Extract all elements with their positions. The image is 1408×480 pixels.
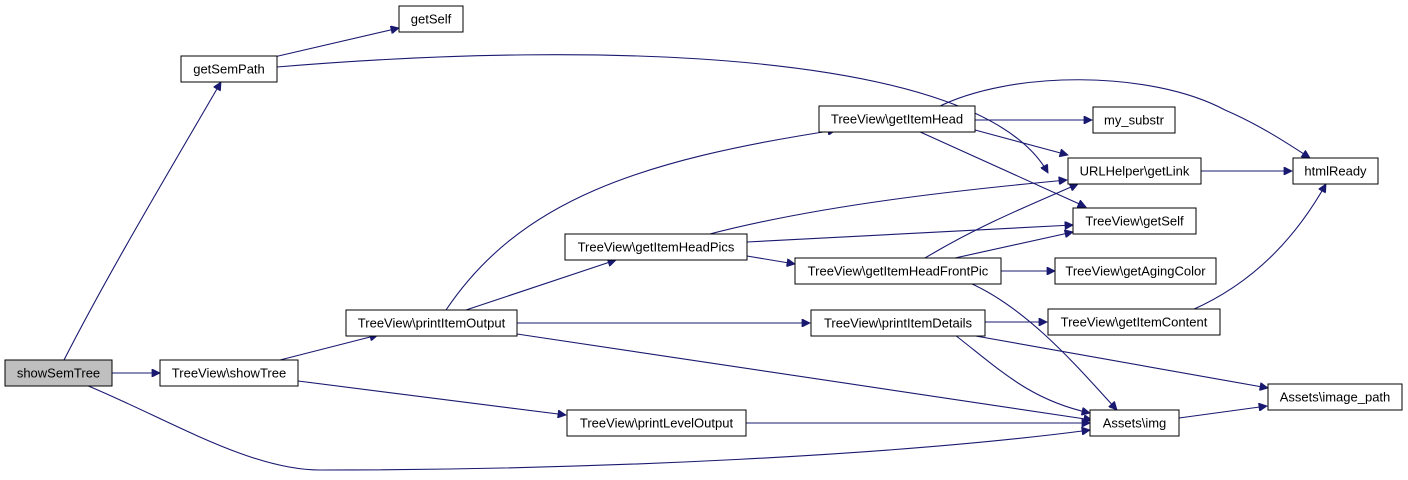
edge-getItemHead-getLink — [974, 129, 1068, 155]
edge-printItemOutput-img — [516, 333, 1092, 420]
node-getSemPath[interactable]: getSemPath — [180, 55, 278, 83]
node-label: TreeView\printItemDetails — [824, 316, 973, 331]
node-label: htmlReady — [1304, 164, 1367, 179]
node-label: TreeView\getItemHeadPics — [578, 240, 735, 255]
node-label: TreeView\getItemHeadFrontPic — [808, 264, 989, 279]
node-img[interactable]: Assets\img — [1089, 409, 1180, 437]
node-getItemContent[interactable]: TreeView\getItemContent — [1047, 308, 1221, 336]
node-my_substr[interactable]: my_substr — [1092, 106, 1176, 134]
node-tvGetSelf[interactable]: TreeView\getSelf — [1072, 207, 1197, 235]
edges — [63, 28, 1327, 471]
node-label: TreeView\getAgingColor — [1065, 264, 1206, 279]
nodes: showSemTree getSemPath getSelf TreeView\… — [4, 5, 1403, 437]
edge-getItemHeadPics-tvGetSelf — [746, 225, 1073, 243]
node-getSelf[interactable]: getSelf — [398, 5, 464, 33]
node-htmlReady[interactable]: htmlReady — [1292, 157, 1379, 185]
edge-getItemHead-tvGetSelf — [917, 130, 1086, 207]
edge-printItemDetails-img — [954, 334, 1090, 413]
edge-img-image_path — [1178, 406, 1267, 419]
edge-getSemPath-getSelf — [273, 28, 399, 58]
edge-getItemContent-htmlReady — [1191, 184, 1327, 311]
edge-getItemHeadPics-getLink — [705, 180, 1067, 236]
node-label: TreeView\getItemHead — [831, 112, 963, 127]
node-label: TreeView\printItemOutput — [358, 316, 506, 331]
node-getItemHeadPics[interactable]: TreeView\getItemHeadPics — [564, 233, 748, 261]
edge-printItemDetails-image_path — [969, 334, 1268, 388]
node-label: getSemPath — [193, 62, 265, 77]
node-getLink[interactable]: URLHelper\getLink — [1067, 157, 1202, 185]
node-label: Assets\image_path — [1280, 390, 1391, 405]
node-label: Assets\img — [1103, 416, 1167, 431]
node-getAgingColor[interactable]: TreeView\getAgingColor — [1054, 257, 1217, 285]
node-label: TreeView\getSelf — [1085, 214, 1184, 229]
edge-showTree-printLevelOutput — [297, 380, 566, 415]
edge-printItemOutput-getItemHead — [445, 130, 836, 311]
edge-getItemHeadFrontPic-getLink — [924, 184, 1078, 259]
node-label: TreeView\printLevelOutput — [580, 416, 734, 431]
edge-showSemTree-img — [85, 384, 1090, 471]
node-label: TreeView\showTree — [172, 366, 286, 381]
node-label: URLHelper\getLink — [1080, 164, 1190, 179]
node-getItemHead[interactable]: TreeView\getItemHead — [818, 105, 976, 133]
edge-getItemHeadPics-getItemHeadFrontPic — [746, 255, 795, 264]
edge-getSemPath-getLink — [276, 54, 1049, 173]
edge-getItemHeadFrontPic-tvGetSelf — [954, 232, 1073, 259]
node-showTree[interactable]: TreeView\showTree — [159, 359, 299, 387]
node-label: my_substr — [1104, 113, 1165, 128]
node-printItemOutput[interactable]: TreeView\printItemOutput — [345, 309, 518, 337]
node-label: showSemTree — [17, 366, 100, 381]
node-label: getSelf — [411, 12, 452, 27]
node-getItemHeadFrontPic[interactable]: TreeView\getItemHeadFrontPic — [794, 257, 1002, 285]
node-showSemTree[interactable]: showSemTree — [4, 359, 113, 387]
edge-getItemHead-htmlReady — [935, 79, 1310, 158]
node-printItemDetails[interactable]: TreeView\printItemDetails — [810, 309, 986, 337]
edge-printItemOutput-getItemHeadPics — [465, 260, 616, 311]
edge-getItemHeadFrontPic-img — [969, 282, 1117, 410]
edge-showSemTree-getSemPath — [63, 82, 222, 361]
node-image_path[interactable]: Assets\image_path — [1267, 383, 1403, 411]
node-label: TreeView\getItemContent — [1061, 315, 1208, 330]
node-printLevelOutput[interactable]: TreeView\printLevelOutput — [566, 409, 747, 437]
edge-showTree-printItemOutput — [279, 335, 378, 361]
